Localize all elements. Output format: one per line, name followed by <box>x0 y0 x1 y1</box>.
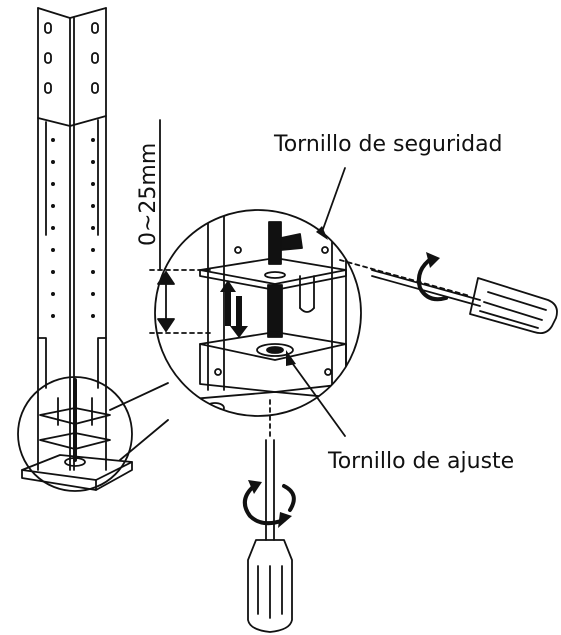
adjust-screw-leader <box>289 359 346 437</box>
double-arrow-icon <box>220 280 248 338</box>
upright-post <box>37 7 107 471</box>
big-detail-circle <box>154 209 362 417</box>
rotate-arrow-icon <box>242 480 296 528</box>
post-holes <box>51 138 95 318</box>
right-screwdriver <box>339 259 558 335</box>
post-slots <box>44 22 99 94</box>
zoom-leader-line <box>109 382 169 411</box>
rotate-arrow-icon <box>416 252 448 302</box>
safety-screw-leader <box>321 167 346 233</box>
small-detail-circle <box>17 376 133 492</box>
zoom-leader-line <box>119 419 169 461</box>
range-label: 0~25mm <box>136 142 161 246</box>
safety-screw-label: Tornillo de seguridad <box>274 132 503 157</box>
range-dimension <box>149 119 211 334</box>
adjust-screw-label: Tornillo de ajuste <box>328 449 515 474</box>
